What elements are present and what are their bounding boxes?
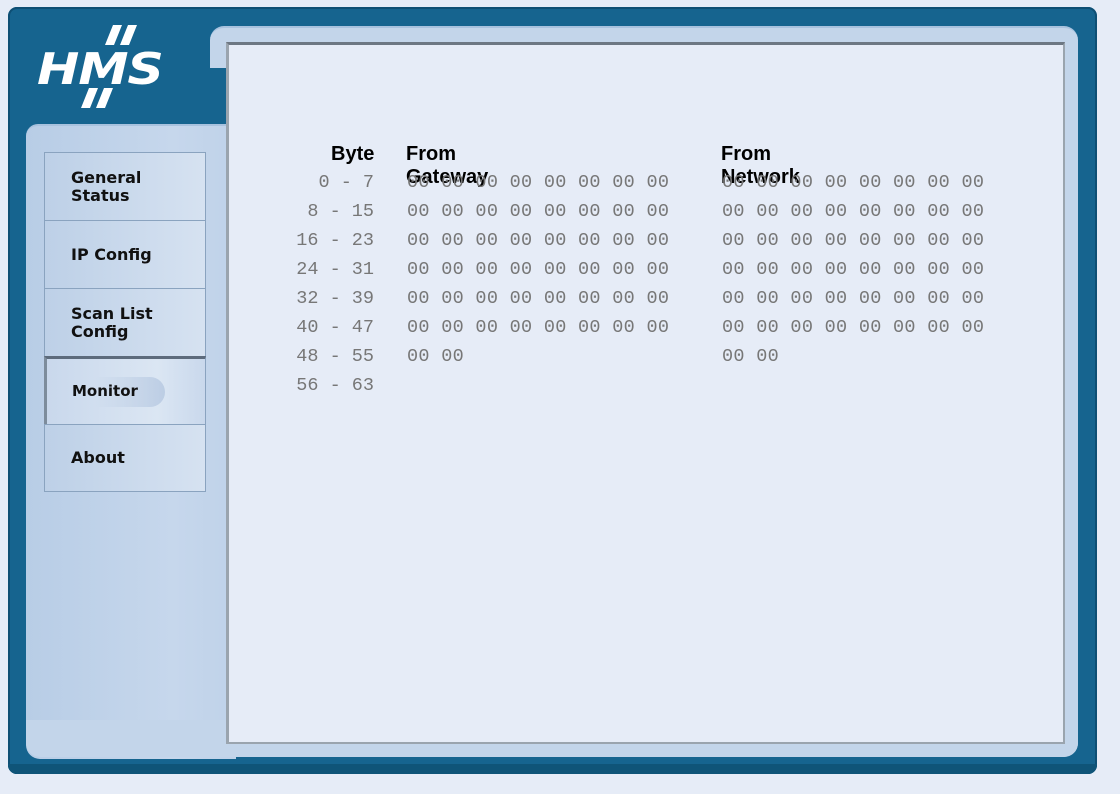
nav-item-label: Monitor bbox=[72, 382, 138, 401]
row-network-data: 00 00 00 00 00 00 00 00 bbox=[722, 317, 985, 338]
row-range: 8 - 15 bbox=[307, 201, 374, 222]
header-byte: Byte bbox=[331, 143, 375, 165]
row-range: 16 - 23 bbox=[296, 230, 374, 251]
active-pointer-icon bbox=[95, 377, 165, 407]
nav-item-label: IP Config bbox=[71, 244, 152, 264]
header-from-gateway: From Gateway bbox=[406, 143, 489, 188]
content-area bbox=[226, 42, 1065, 744]
row-range: 32 - 39 bbox=[296, 288, 374, 309]
row-network-data: 00 00 00 00 00 00 00 00 bbox=[722, 259, 985, 280]
header-from-network: From Network bbox=[721, 143, 800, 188]
row-gateway-data: 00 00 00 00 00 00 00 00 bbox=[407, 172, 670, 193]
row-gateway-data: 00 00 00 00 00 00 00 00 bbox=[407, 201, 670, 222]
nav-monitor[interactable]: Monitor bbox=[44, 356, 206, 424]
row-network-data: 00 00 bbox=[722, 346, 780, 367]
row-network-data: 00 00 00 00 00 00 00 00 bbox=[722, 230, 985, 251]
row-range: 56 - 63 bbox=[296, 375, 374, 396]
row-network-data: 00 00 00 00 00 00 00 00 bbox=[722, 201, 985, 222]
nav-ip-config[interactable]: IP Config bbox=[44, 220, 206, 288]
row-gateway-data: 00 00 00 00 00 00 00 00 bbox=[407, 317, 670, 338]
row-gateway-data: 00 00 00 00 00 00 00 00 bbox=[407, 259, 670, 280]
row-range: 48 - 55 bbox=[296, 346, 374, 367]
logo-text: HMS bbox=[37, 44, 164, 95]
row-gateway-data: 00 00 00 00 00 00 00 00 bbox=[407, 288, 670, 309]
nav-scan-list-config[interactable]: Scan List Config bbox=[44, 288, 206, 356]
sidebar-nav: General Status IP Config Scan List Confi… bbox=[44, 152, 206, 492]
row-gateway-data: 00 00 bbox=[407, 346, 465, 367]
row-network-data: 00 00 00 00 00 00 00 00 bbox=[722, 288, 985, 309]
row-network-data: 00 00 00 00 00 00 00 00 bbox=[722, 172, 985, 193]
hms-logo-icon bbox=[81, 25, 137, 108]
hms-logo: HMS bbox=[25, 20, 205, 125]
row-range: 24 - 31 bbox=[296, 259, 374, 280]
nav-item-label: About bbox=[71, 448, 125, 468]
nav-item-label: Scan List Config bbox=[71, 303, 153, 341]
nav-about[interactable]: About bbox=[44, 424, 206, 492]
nav-item-label: General Status bbox=[71, 167, 142, 205]
row-range: 40 - 47 bbox=[296, 317, 374, 338]
row-gateway-data: 00 00 00 00 00 00 00 00 bbox=[407, 230, 670, 251]
nav-general-status[interactable]: General Status bbox=[44, 152, 206, 220]
row-range: 0 - 7 bbox=[318, 172, 374, 193]
